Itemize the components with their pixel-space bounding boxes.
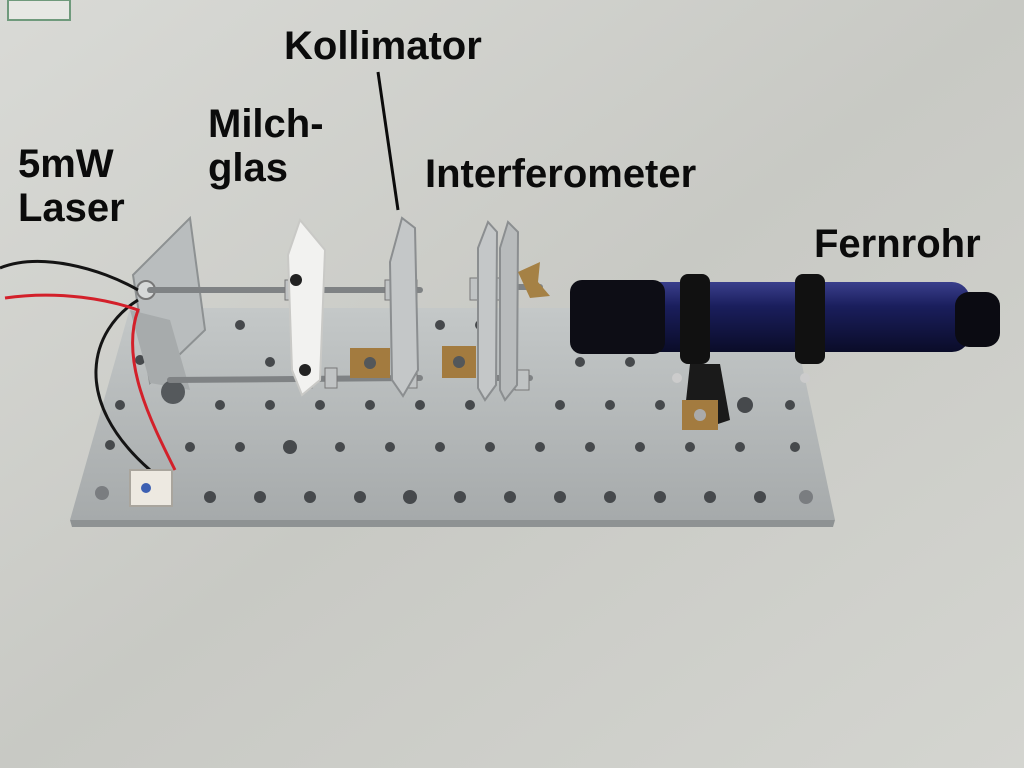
label-interferometer: Interferometer bbox=[425, 152, 697, 196]
label-laser-line1: 5mW bbox=[18, 142, 114, 186]
telescope bbox=[570, 274, 1000, 430]
wire-red bbox=[4, 293, 177, 471]
label-laser-line2: Laser bbox=[18, 186, 125, 230]
label-milchglas-line2: glas bbox=[208, 146, 289, 190]
screw-left bbox=[95, 486, 109, 500]
collimator-pointer-line bbox=[376, 71, 400, 211]
label-milchglas: Milch- glas bbox=[208, 102, 324, 190]
label-laser: 5mW Laser bbox=[18, 142, 125, 230]
interferometer-plates bbox=[442, 220, 550, 402]
label-fernrohr: Fernrohr bbox=[814, 222, 981, 266]
collimator-plate bbox=[350, 216, 420, 398]
label-kollimator: Kollimator bbox=[284, 24, 482, 68]
base-plate bbox=[70, 308, 835, 527]
paper-corner bbox=[7, 0, 71, 21]
wire-black bbox=[0, 260, 151, 472]
laser-mount bbox=[130, 215, 207, 404]
label-milchglas-line1: Milch- bbox=[208, 102, 324, 146]
milk-glass-plate bbox=[286, 217, 327, 397]
screw-right bbox=[799, 490, 813, 504]
